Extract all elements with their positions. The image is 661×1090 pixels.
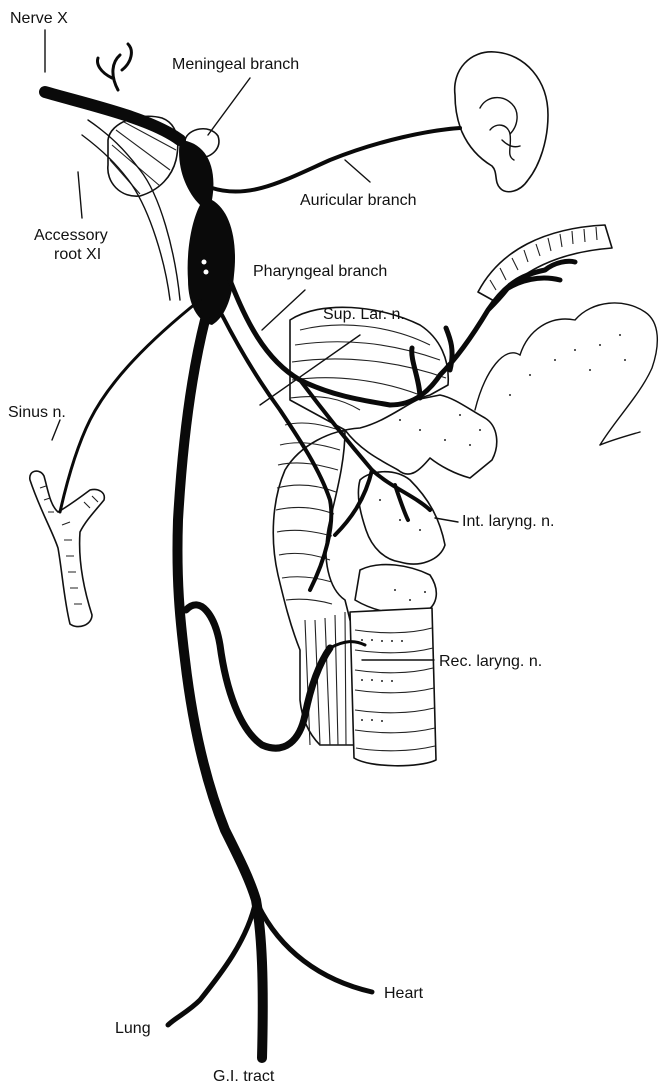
label-heart: Heart (384, 985, 423, 1003)
label-sup-lar-n: Sup. Lar. n. (323, 306, 405, 324)
label-pharyngeal-branch: Pharyngeal branch (253, 263, 387, 281)
trachea-illustration (350, 608, 436, 766)
ear-illustration (455, 52, 548, 192)
label-lung: Lung (115, 1020, 151, 1038)
label-rec-laryng-n: Rec. laryng. n. (439, 653, 542, 671)
label-auricular-branch: Auricular branch (300, 192, 417, 210)
label-accessory-line1: Accessory (34, 227, 108, 245)
label-accessory-line2: root XI (54, 246, 101, 264)
label-sinus-n: Sinus n. (8, 404, 66, 422)
carotid-sinus-illustration (30, 471, 105, 627)
label-int-laryng-n: Int. laryng. n. (462, 513, 555, 531)
label-gi-tract: G.I. tract (213, 1068, 274, 1086)
label-nerve-x: Nerve X (10, 10, 68, 28)
label-meningeal-branch: Meningeal branch (172, 56, 299, 74)
pharynx-illustration (478, 225, 612, 302)
